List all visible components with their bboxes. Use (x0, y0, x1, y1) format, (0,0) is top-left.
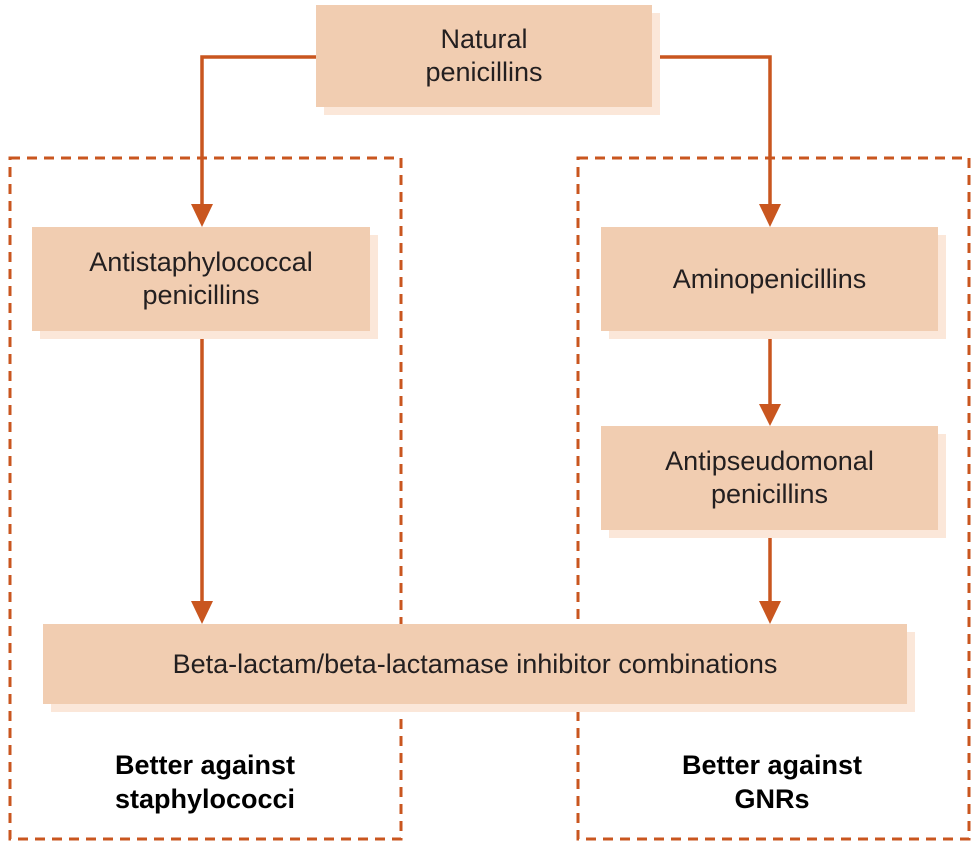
edge-antipseudo-to-combo (759, 530, 781, 624)
node-natural-penicillins: Natural penicillins (316, 5, 652, 107)
caption-line: GNRs (734, 784, 810, 814)
edge-natural-to-amino (652, 55, 781, 227)
edge-amino-to-antipseudo (759, 331, 781, 426)
node-antipseudomonal-penicillins: Antipseudomonal penicillins (601, 426, 938, 530)
group-caption-left: Better against staphylococci (40, 748, 370, 816)
caption-line: staphylococci (114, 784, 296, 814)
edge-line (652, 55, 772, 208)
arrowhead-icon (759, 404, 781, 426)
node-label-line: Beta-lactam/beta-lactamase inhibitor com… (172, 648, 778, 679)
node-beta-lactam-combinations: Beta-lactam/beta-lactamase inhibitor com… (43, 624, 907, 704)
arrowhead-icon (759, 204, 781, 227)
group-frame-right (576, 156, 971, 841)
arrowhead-icon (191, 601, 213, 624)
arrowhead-icon (191, 204, 213, 227)
node-label-line: Antipseudomonal (665, 446, 874, 476)
edge-antistaph-to-combo (191, 331, 213, 624)
edge-line (200, 55, 316, 208)
node-label-line: Aminopenicillins (672, 263, 867, 294)
edge-natural-to-antistaph (191, 55, 316, 227)
group-caption-right: Better against GNRs (607, 748, 937, 816)
node-label-line: Antistaphylococcal (89, 247, 313, 277)
node-label-line: penicillins (142, 280, 260, 310)
node-label-line: penicillins (425, 57, 543, 87)
caption-line: Better against (681, 750, 863, 780)
node-antistaphylococcal-penicillins: Antistaphylococcal penicillins (32, 227, 370, 331)
caption-line: Better against (114, 750, 296, 780)
node-label-line: Natural (440, 24, 528, 54)
group-frame-left (8, 156, 403, 841)
arrowhead-icon (759, 601, 781, 624)
node-label-line: penicillins (710, 479, 829, 509)
node-aminopenicillins: Aminopenicillins (601, 227, 938, 331)
